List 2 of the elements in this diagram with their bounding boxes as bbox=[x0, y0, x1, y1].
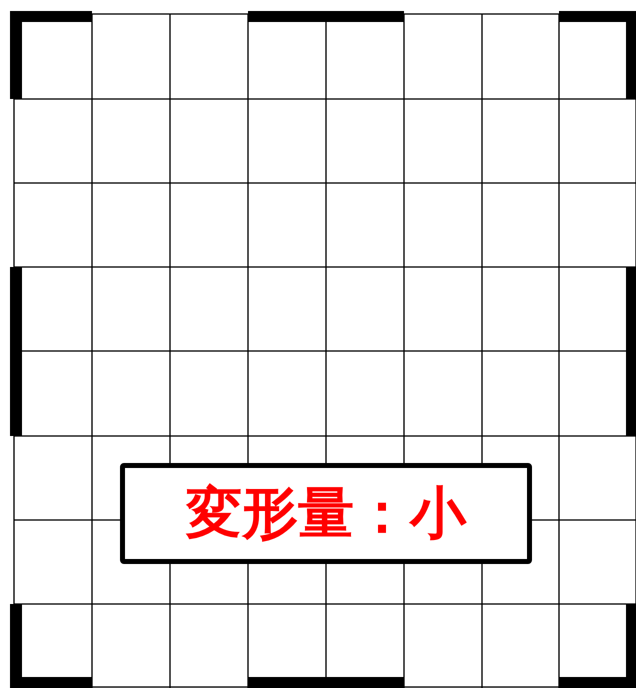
deformation-label: 変形量：小 bbox=[186, 480, 466, 548]
label-box bbox=[120, 463, 532, 564]
